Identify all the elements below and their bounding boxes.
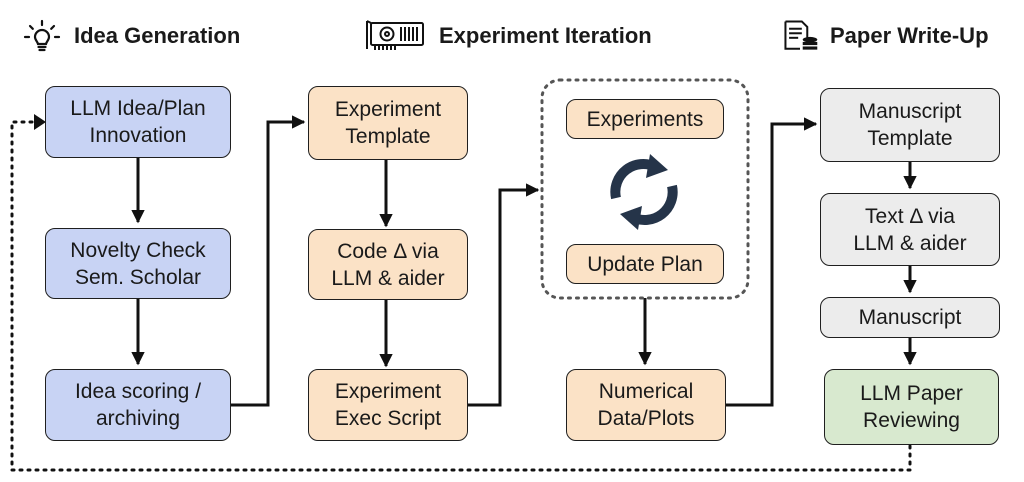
header-paper-label: Paper Write-Up (830, 23, 989, 48)
node-idea-scoring: Idea scoring / archiving (45, 369, 231, 441)
node-code-delta-label: Code Δ via LLM & aider (331, 239, 445, 290)
header-idea-label: Idea Generation (74, 23, 241, 48)
node-idea-scoring-label: Idea scoring / archiving (74, 380, 202, 430)
node-update-plan: Update Plan (566, 244, 724, 284)
node-novelty-label: Novelty Check Sem. Scholar (70, 238, 206, 289)
header-experiment-label: Experiment Iteration (439, 23, 652, 48)
node-code-delta: Code Δ via LLM & aider (308, 229, 468, 300)
header-idea-generation: Idea Generation (20, 18, 240, 54)
node-llm-idea-label: LLM Idea/Plan Innovation (70, 97, 206, 147)
node-manuscript-label: Manuscript (858, 306, 962, 329)
arrow-numerical-to-manuscript-template (726, 117, 818, 407)
node-reviewing-label: LLM Paper Reviewing (860, 382, 963, 432)
feedback-arrowhead (34, 114, 46, 130)
node-text-delta: Text Δ via LLM & aider (820, 193, 1000, 266)
lightbulb-icon (23, 19, 61, 52)
feedback-loop-dotted (10, 120, 912, 472)
header-paper-write-up: Paper Write-Up (780, 18, 989, 54)
node-manuscript-template: Manuscript Template (820, 88, 1000, 162)
node-experiment-template: Experiment Template (308, 86, 468, 160)
node-experiment-exec-script: Experiment Exec Script (308, 369, 468, 441)
node-exec-script-label: Experiment Exec Script (334, 380, 442, 430)
node-update-plan-label: Update Plan (587, 252, 703, 276)
node-manuscript: Manuscript (820, 297, 1000, 338)
refresh-cycle-icon (610, 154, 678, 230)
node-llm-paper-reviewing: LLM Paper Reviewing (824, 369, 999, 445)
node-experiment-template-label: Experiment Template (334, 98, 442, 148)
node-llm-idea-plan: LLM Idea/Plan Innovation (45, 86, 231, 158)
arrow-scoring-to-template (231, 115, 306, 407)
gpu-card-icon (366, 20, 424, 50)
header-experiment-iteration: Experiment Iteration (365, 18, 652, 54)
node-text-delta-label: Text Δ via LLM & aider (853, 204, 967, 255)
node-numerical-data: Numerical Data/Plots (566, 369, 726, 441)
node-experiments-label: Experiments (586, 107, 704, 131)
node-novelty-check: Novelty Check Sem. Scholar (45, 228, 231, 299)
iteration-loop-frame (540, 78, 750, 300)
document-database-icon (784, 20, 818, 50)
node-experiments: Experiments (566, 99, 724, 139)
node-manuscript-template-label: Manuscript Template (858, 100, 962, 150)
arrow-exec-to-loop (468, 183, 540, 407)
node-numerical-label: Numerical Data/Plots (597, 380, 695, 430)
